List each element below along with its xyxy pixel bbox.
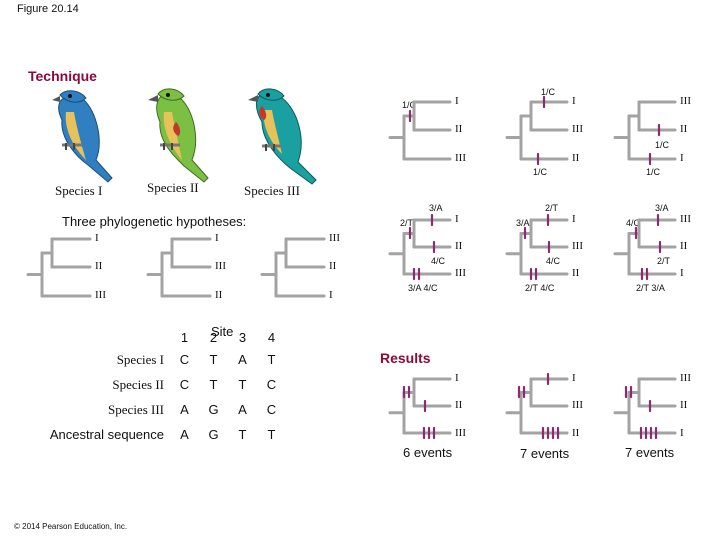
base-cell: C (179, 377, 190, 392)
res1-tip-top: I (455, 372, 459, 384)
st2-tip-mid: III (572, 123, 583, 135)
figure-label: Figure 20.14 (17, 3, 79, 15)
hypotheses-title: Three phylogenetic hypotheses: (62, 214, 247, 229)
row-label: Species II (112, 376, 164, 392)
base-cell: T (267, 427, 276, 442)
table-row: Species I C T A T (20, 347, 286, 372)
res2-tip-mid: III (572, 399, 583, 411)
base-cell: T (209, 352, 218, 367)
site-number: 2 (209, 329, 218, 345)
st1-tip-mid: II (455, 123, 463, 135)
st4-tip-bot: III (455, 267, 466, 279)
st6-tip-mid: II (680, 240, 688, 252)
st1-tip-top: I (455, 95, 459, 107)
events-count-2: 7 events (520, 446, 570, 461)
site-number: 1 (180, 329, 189, 345)
base-cell: G (208, 427, 219, 442)
res2-tip-bot: II (572, 427, 580, 439)
st2-tip-top: I (572, 95, 576, 107)
mutation-label: 3/A 4/C (408, 283, 438, 293)
hyp1-tip-mid: II (95, 260, 103, 272)
res1-tip-bot: III (455, 427, 466, 439)
st2-tip-bot: II (572, 152, 580, 164)
base-cell: C (266, 402, 277, 417)
st3-tip-bot: I (680, 152, 684, 164)
base-cell: G (208, 402, 219, 417)
st3-tip-mid: II (680, 123, 688, 135)
mutation-label: 1/C (646, 167, 661, 177)
hyp3-tip-top: III (329, 232, 340, 244)
mutation-label: 2/T (400, 218, 414, 228)
site-number: 4 (267, 329, 276, 345)
base-cell: T (238, 377, 247, 392)
species-label-1: Species I (55, 183, 103, 198)
mutation-label: 3/A (429, 203, 443, 213)
base-cell: A (238, 402, 247, 417)
row-label: Species III (108, 401, 164, 417)
st1-tip-bot: III (455, 152, 466, 164)
bird-illustration-3 (248, 88, 317, 185)
st3-tip-top: III (680, 95, 691, 107)
base-cell: A (180, 427, 189, 442)
st6-tip-top: III (680, 213, 691, 225)
technique-heading: Technique (28, 68, 97, 84)
hyp2-tip-top: I (215, 232, 219, 244)
hyp2-tip-bot: II (215, 289, 223, 301)
results-heading: Results (380, 350, 431, 366)
species-label-2: Species II (147, 180, 199, 195)
st5-tip-mid: III (572, 240, 583, 252)
mutation-label: 2/T (657, 256, 671, 266)
hyp3-tip-mid: II (329, 260, 337, 272)
mutation-label: 2/T 3/A (636, 283, 665, 293)
phylogenetic-trees (26, 95, 677, 440)
res2-tip-top: I (572, 372, 576, 384)
st5-tip-top: I (572, 213, 576, 225)
base-cell: C (179, 352, 190, 367)
row-label: Ancestral sequence (49, 427, 164, 442)
events-count-1: 6 events (403, 445, 453, 460)
res1-tip-mid: II (455, 399, 463, 411)
st4-tip-mid: II (455, 240, 463, 252)
events-count-3: 7 events (625, 445, 675, 460)
mutation-label: 2/T 4/C (525, 283, 555, 293)
mutation-label: 4/C (626, 218, 641, 228)
mutation-label: 1/C (533, 167, 548, 177)
mutation-label: 4/C (546, 256, 561, 266)
base-cell: T (209, 377, 218, 392)
res3-tip-top: III (680, 372, 691, 384)
mutation-label: 3/A (516, 218, 530, 228)
mutation-label: 1/C (655, 140, 670, 150)
site-table: 1 2 3 4 Species I C T A T Species II C T… (20, 327, 286, 447)
table-row: Species III A G A C (20, 397, 286, 422)
copyright-notice: © 2014 Pearson Education, Inc. (14, 522, 128, 531)
base-cell: A (238, 352, 247, 367)
base-cell: T (267, 352, 276, 367)
hyp1-tip-bot: III (95, 289, 106, 301)
bird-illustration-1 (52, 90, 113, 183)
site-number: 3 (238, 329, 247, 345)
mutation-label: 1/C (541, 87, 556, 97)
mutation-label: 2/T (545, 203, 559, 213)
site-title: Site (211, 324, 234, 339)
st6-tip-bot: I (680, 267, 684, 279)
base-cell: A (180, 402, 189, 417)
bird-illustration-2 (148, 88, 209, 183)
base-cell: T (238, 427, 247, 442)
table-row: Species II C T T C (20, 372, 286, 397)
res3-tip-bot: I (680, 427, 684, 439)
mutation-label: 3/A (655, 203, 669, 213)
species-label-3: Species III (244, 183, 300, 198)
res3-tip-mid: II (680, 399, 688, 411)
hyp3-tip-bot: I (329, 289, 333, 301)
row-label: Species I (116, 351, 164, 367)
mutation-label: 1/C (402, 100, 417, 110)
hyp1-tip-top: I (95, 232, 99, 244)
st4-tip-top: I (455, 213, 459, 225)
st5-tip-bot: II (572, 267, 580, 279)
base-cell: C (266, 377, 277, 392)
mutation-label: 4/C (431, 256, 446, 266)
table-row: Ancestral sequence A G T T (20, 422, 286, 447)
hyp2-tip-mid: III (215, 260, 226, 272)
